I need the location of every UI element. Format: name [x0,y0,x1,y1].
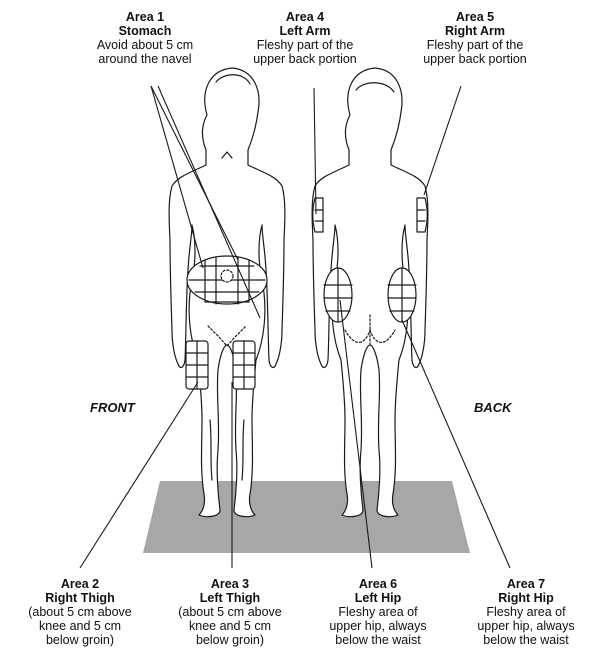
area-3-title: Area 3 [162,577,298,591]
area-7-desc-line-3: below the waist [458,633,594,647]
area-6-desc-line-1: Fleshy area of [310,605,446,619]
area-2-desc-line-3: below groin) [12,633,148,647]
label-area-5: Area 5 Right Arm Fleshy part of the uppe… [405,10,545,66]
area-1-title: Area 1 [75,10,215,24]
area-4-name: Left Arm [235,24,375,38]
area-3-name: Left Thigh [162,591,298,605]
area-1-desc-line-1: Avoid about 5 cm [75,38,215,52]
label-area-2: Area 2 Right Thigh (about 5 cm above kne… [12,577,148,647]
back-view-label: BACK [474,400,512,415]
area-6-desc-line-2: upper hip, always [310,619,446,633]
area-2-zone [186,341,208,389]
label-area-3: Area 3 Left Thigh (about 5 cm above knee… [162,577,298,647]
area-7-zone [388,268,416,322]
area-5-desc-line-1: Fleshy part of the [405,38,545,52]
area-6-desc-line-3: below the waist [310,633,446,647]
area-3-desc-line-1: (about 5 cm above [162,605,298,619]
area-1-desc-line-2: around the navel [75,52,215,66]
area-6-title: Area 6 [310,577,446,591]
floor-shadow [143,481,470,553]
area-2-name: Right Thigh [12,591,148,605]
area-7-desc-line-1: Fleshy area of [458,605,594,619]
area-2-desc-line-1: (about 5 cm above [12,605,148,619]
area-1-zone [187,256,267,304]
area-5-name: Right Arm [405,24,545,38]
label-area-1: Area 1 Stomach Avoid about 5 cm around t… [75,10,215,66]
label-area-7: Area 7 Right Hip Fleshy area of upper hi… [458,577,594,647]
area-6-name: Left Hip [310,591,446,605]
front-view-label: FRONT [90,400,135,415]
area-7-name: Right Hip [458,591,594,605]
area-5-zone [417,198,427,232]
area-3-desc-line-2: knee and 5 cm [162,619,298,633]
label-area-4: Area 4 Left Arm Fleshy part of the upper… [235,10,375,66]
area-4-desc-line-2: upper back portion [235,52,375,66]
area-2-title: Area 2 [12,577,148,591]
area-5-desc-line-2: upper back portion [405,52,545,66]
area-3-zone [233,341,255,389]
area-5-title: Area 5 [405,10,545,24]
area-4-desc-line-1: Fleshy part of the [235,38,375,52]
area-4-title: Area 4 [235,10,375,24]
leader-area-5 [424,86,461,195]
area-7-title: Area 7 [458,577,594,591]
area-4-zone [313,198,323,232]
area-7-desc-line-2: upper hip, always [458,619,594,633]
area-2-desc-line-2: knee and 5 cm [12,619,148,633]
area-1-name: Stomach [75,24,215,38]
area-6-zone [324,268,352,322]
area-3-desc-line-3: below groin) [162,633,298,647]
label-area-6: Area 6 Left Hip Fleshy area of upper hip… [310,577,446,647]
